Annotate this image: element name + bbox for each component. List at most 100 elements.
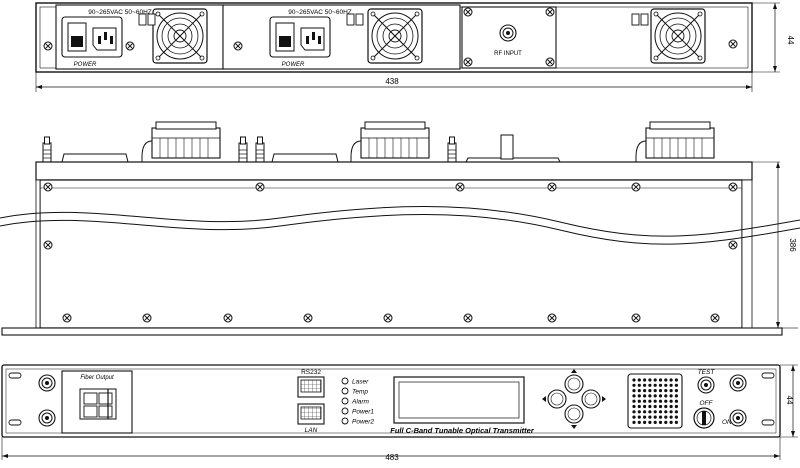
up-key[interactable] <box>564 374 584 394</box>
screw-icon <box>547 313 557 323</box>
grille-dot <box>648 404 652 409</box>
screw-icon <box>303 313 313 323</box>
grille-dot <box>664 399 668 403</box>
grille-dot <box>653 399 657 403</box>
grille-dot <box>674 389 679 393</box>
fan-icon <box>350 121 430 165</box>
screw-icon <box>463 313 473 323</box>
grille-dot <box>637 378 641 382</box>
down-key[interactable] <box>564 404 584 424</box>
power-label: POWER <box>74 62 97 68</box>
screw-icon <box>233 41 243 51</box>
front-panel-edge <box>1 327 783 336</box>
grille-dot <box>669 420 673 424</box>
bnc-connector-icon[interactable] <box>38 409 56 427</box>
grille-dot <box>669 399 673 403</box>
fiber-adapter[interactable] <box>83 405 98 418</box>
grille-dot <box>632 410 636 414</box>
power2-led <box>341 417 349 425</box>
status-led-list: Laser Temp Alarm Power1 Power2 <box>341 377 374 426</box>
grille-dot <box>632 404 636 409</box>
screw-icon <box>142 313 152 323</box>
off-label: OFF <box>700 400 714 407</box>
top-cover-rear-strip <box>35 161 753 181</box>
left-key[interactable] <box>547 389 567 409</box>
grille-dot <box>632 399 636 403</box>
grille-dot <box>674 415 679 419</box>
test-port-icon[interactable] <box>697 376 715 394</box>
rear-height-dimension: 44 <box>786 36 795 45</box>
grille-dot <box>637 404 641 409</box>
grille-dot <box>632 378 636 382</box>
post-icon <box>447 136 457 166</box>
grille-dot <box>658 383 663 387</box>
grille-dot <box>674 410 679 414</box>
grille-dot <box>658 394 663 398</box>
grille-dot <box>669 410 673 414</box>
screw-icon <box>43 240 53 250</box>
grille-dot <box>669 415 673 419</box>
led-label: Power2 <box>352 419 374 426</box>
test-label: TEST <box>698 369 716 376</box>
screw-icon <box>728 240 738 250</box>
screw-icon <box>463 7 473 17</box>
grille-dot <box>664 389 668 393</box>
grille-dot <box>653 394 657 398</box>
grille-dot <box>637 394 641 398</box>
grille-dot <box>653 383 657 387</box>
front-height-dimension: 44 <box>785 396 794 405</box>
grille-dot <box>674 383 679 387</box>
grille-dot <box>637 415 641 419</box>
screw-icon <box>43 182 53 192</box>
arrow-up-icon <box>571 369 577 373</box>
bnc-connector-icon[interactable] <box>729 374 747 392</box>
grille-dot <box>643 378 647 382</box>
screw-icon <box>455 182 465 192</box>
grille-dot <box>643 410 647 414</box>
rf-input-connector-icon[interactable] <box>499 24 517 42</box>
rs232-label: RS232 <box>301 369 321 376</box>
grille-dot <box>632 383 636 387</box>
rear-view: 90~265VAC 50~60HZ POWER 90~265VAC 50~60H… <box>35 2 753 73</box>
led-label: Temp <box>352 389 368 396</box>
screw-icon <box>62 313 72 323</box>
grille-dot <box>658 420 663 424</box>
on-label: ON <box>722 419 732 426</box>
grille-dot <box>669 389 673 393</box>
grille-dot <box>664 394 668 398</box>
rack-slot <box>761 372 775 379</box>
screw-icon <box>255 182 265 192</box>
bnc-connector-icon[interactable] <box>729 409 747 427</box>
grille-dot <box>674 420 679 424</box>
grille-dot <box>658 410 663 414</box>
grille-dot <box>637 389 641 393</box>
screw-icon <box>547 182 557 192</box>
fiber-adapter[interactable] <box>98 405 113 418</box>
grille-dot <box>674 404 679 409</box>
fiber-adapter[interactable] <box>83 392 98 405</box>
bnc-connector-icon[interactable] <box>38 374 56 392</box>
psu-rating-label: 90~265VAC 50~60HZ <box>88 9 152 16</box>
grille-dot <box>674 399 679 403</box>
power-label: POWER <box>282 62 305 68</box>
grille-dot <box>643 394 647 398</box>
psu-module-1: 90~265VAC 50~60HZ POWER <box>43 4 224 70</box>
arrow-right-icon <box>602 396 606 402</box>
fiber-output-window: Fiber Output <box>61 370 133 434</box>
rf-input-label: RF INPUT <box>494 51 522 57</box>
grille-dot <box>632 415 636 419</box>
grille-dot <box>632 389 636 393</box>
alarm-led <box>341 397 349 405</box>
fan-icon <box>367 8 423 64</box>
screw-icon <box>631 313 641 323</box>
rf-input-plate: RF INPUT <box>461 6 557 69</box>
led-label: Laser <box>352 379 369 386</box>
screw-icon <box>223 313 233 323</box>
fiber-adapter[interactable] <box>98 392 113 405</box>
led-label: Power1 <box>352 409 374 416</box>
right-key[interactable] <box>581 389 601 409</box>
grille-dot <box>643 389 647 393</box>
post-icon <box>255 136 265 166</box>
screw-icon <box>43 41 53 51</box>
